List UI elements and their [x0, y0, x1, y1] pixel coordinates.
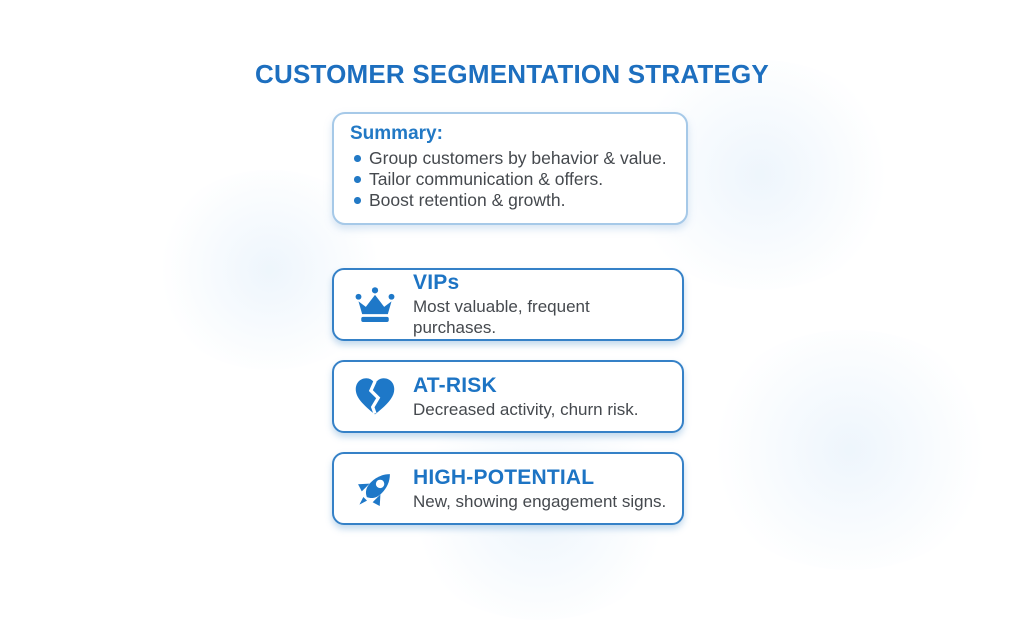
summary-heading: Summary:	[350, 123, 443, 144]
summary-bullet: Tailor communication & offers.	[350, 169, 670, 190]
segment-description: New, showing engagement signs.	[413, 491, 667, 511]
summary-card: Summary: Group customers by behavior & v…	[332, 112, 688, 225]
segment-title: VIPs	[413, 271, 460, 294]
crown-icon	[351, 281, 398, 328]
segment-title: HIGH-POTENTIAL	[413, 465, 595, 489]
segment-card-vips: VIPs Most valuable, frequent purchases.	[332, 268, 684, 341]
background-blob	[700, 330, 1000, 570]
rocket-icon	[351, 465, 398, 512]
segment-text: VIPs Most valuable, frequent purchases.	[413, 271, 670, 338]
summary-bullet: Boost retention & growth.	[350, 190, 670, 211]
segment-card-at-risk: AT-RISK Decreased activity, churn risk.	[332, 360, 684, 433]
broken-heart-icon	[351, 373, 398, 420]
segment-title: AT-RISK	[413, 373, 497, 397]
segment-description: Most valuable, frequent purchases.	[413, 297, 590, 337]
page-title: CUSTOMER SEGMENTATION STRATEGY	[255, 59, 769, 90]
segment-text: HIGH-POTENTIAL New, showing engagement s…	[413, 466, 666, 512]
segment-card-high-potential: HIGH-POTENTIAL New, showing engagement s…	[332, 452, 684, 525]
summary-bullet: Group customers by behavior & value.	[350, 148, 670, 169]
summary-list: Group customers by behavior & value. Tai…	[350, 148, 670, 211]
segment-text: AT-RISK Decreased activity, churn risk.	[413, 374, 638, 420]
segment-description: Decreased activity, churn risk.	[413, 399, 639, 419]
